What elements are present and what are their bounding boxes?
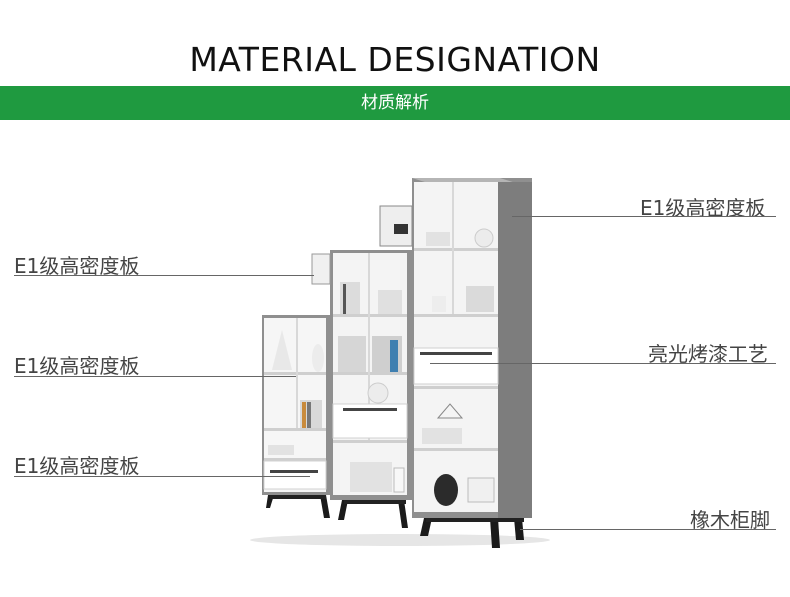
- label-left-mid: E1级高密度板: [14, 354, 140, 378]
- leader-line-right-bottom: [520, 529, 776, 530]
- label-right-bottom: 橡木柜脚: [690, 508, 770, 532]
- middle-bookshelf: [311, 250, 412, 528]
- tall-bookshelf: [379, 178, 532, 548]
- label-left-bottom: E1级高密度板: [14, 454, 140, 478]
- subtitle-text: 材质解析: [361, 93, 429, 113]
- leader-line-left-mid: [14, 376, 296, 377]
- subtitle-band: 材质解析: [0, 86, 790, 120]
- leader-line-right-mid: [430, 363, 776, 364]
- label-right-mid: 亮光烤漆工艺: [648, 342, 768, 366]
- leader-line-left-bottom: [14, 476, 310, 477]
- leader-line-right-top: [512, 216, 776, 217]
- leader-line-left-top: [14, 275, 314, 276]
- label-left-top: E1级高密度板: [14, 254, 140, 278]
- page-title: MATERIAL DESIGNATION: [189, 40, 601, 79]
- short-bookshelf: [262, 315, 330, 518]
